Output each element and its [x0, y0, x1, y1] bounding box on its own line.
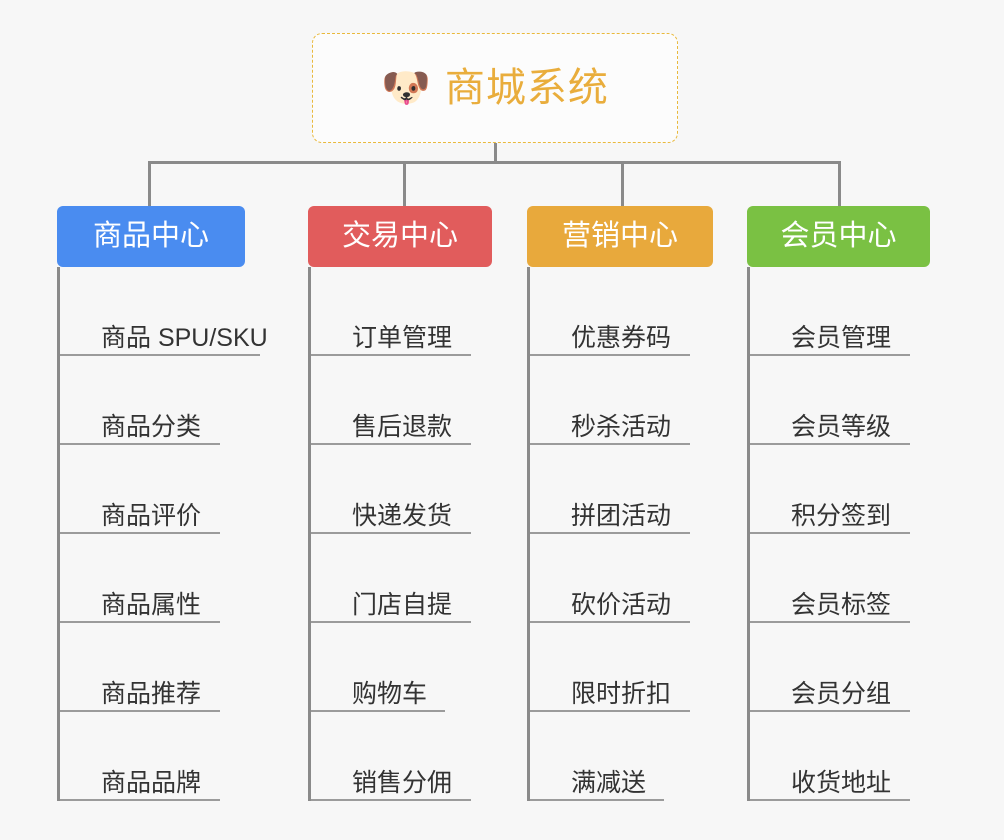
leaf-underline	[60, 799, 220, 801]
list-item-label: 订单管理	[352, 323, 453, 352]
list-item[interactable]: 会员管理	[750, 267, 977, 356]
list-item[interactable]: 售后退款	[311, 356, 538, 445]
list-item[interactable]: 商品推荐	[60, 623, 287, 712]
list-item[interactable]: 销售分佣	[311, 712, 538, 801]
list-item-label: 秒杀活动	[571, 412, 672, 441]
leaf-underline	[60, 621, 220, 623]
branch-marketing-center: 营销中心 优惠券码 秒杀活动 拼团活动 砍价活动 限时折扣	[527, 206, 757, 801]
leaf-underline	[530, 443, 690, 445]
leaf-underline	[750, 354, 910, 356]
leaf-list-marketing-center: 优惠券码 秒杀活动 拼团活动 砍价活动 限时折扣 满减送	[527, 267, 757, 801]
list-item[interactable]: 满减送	[530, 712, 757, 801]
list-item-label: 商品属性	[101, 590, 202, 619]
leaf-list-product-center: 商品 SPU/SKU 商品分类 商品评价 商品属性 商品推荐 商品品牌	[57, 267, 287, 801]
leaf-underline	[530, 799, 664, 801]
connector-drop-member-center	[838, 161, 841, 206]
list-item-label: 积分签到	[791, 501, 892, 530]
list-item[interactable]: 拼团活动	[530, 445, 757, 534]
leaf-underline	[60, 710, 220, 712]
connector-root-vertical	[494, 143, 497, 163]
list-item[interactable]: 订单管理	[311, 267, 538, 356]
list-item-label: 会员分组	[791, 679, 892, 708]
list-item[interactable]: 限时折扣	[530, 623, 757, 712]
list-item-label: 购物车	[352, 679, 428, 708]
category-header-member-center[interactable]: 会员中心	[747, 206, 930, 267]
leaf-underline	[311, 443, 471, 445]
leaf-underline	[530, 710, 690, 712]
category-header-trade-center[interactable]: 交易中心	[308, 206, 492, 267]
list-item-label: 限时折扣	[571, 679, 672, 708]
list-item[interactable]: 砍价活动	[530, 534, 757, 623]
list-item[interactable]: 商品属性	[60, 534, 287, 623]
list-item-label: 商品 SPU/SKU	[101, 323, 268, 352]
leaf-underline	[311, 621, 471, 623]
list-item[interactable]: 商品 SPU/SKU	[60, 267, 287, 356]
leaf-underline	[311, 799, 471, 801]
leaf-underline	[311, 354, 471, 356]
leaf-underline	[750, 710, 910, 712]
dog-face-emoji: 🐶	[381, 66, 431, 110]
list-item-label: 售后退款	[352, 412, 453, 441]
connector-horizontal-bus	[148, 161, 840, 164]
list-item-label: 快递发货	[352, 501, 453, 530]
list-item-label: 拼团活动	[571, 501, 672, 530]
list-item-label: 砍价活动	[571, 590, 672, 619]
connector-drop-marketing-center	[621, 161, 624, 206]
leaf-underline	[530, 354, 690, 356]
leaf-underline	[60, 354, 260, 356]
leaf-underline	[311, 710, 445, 712]
leaf-list-member-center: 会员管理 会员等级 积分签到 会员标签 会员分组 收货地址	[747, 267, 977, 801]
list-item-label: 商品品牌	[101, 768, 202, 797]
list-item[interactable]: 商品品牌	[60, 712, 287, 801]
root-node-title: 商城系统	[444, 66, 609, 110]
list-item-label: 商品评价	[101, 501, 202, 530]
leaf-underline	[60, 443, 220, 445]
list-item[interactable]: 优惠券码	[530, 267, 757, 356]
connector-drop-product-center	[148, 161, 151, 206]
leaf-underline	[60, 532, 220, 534]
list-item-label: 会员管理	[791, 323, 892, 352]
leaf-underline	[750, 443, 910, 445]
list-item[interactable]: 积分签到	[750, 445, 977, 534]
list-item[interactable]: 收货地址	[750, 712, 977, 801]
list-item-label: 满减送	[571, 768, 647, 797]
category-header-product-center[interactable]: 商品中心	[57, 206, 245, 267]
branch-trade-center: 交易中心 订单管理 售后退款 快递发货 门店自提 购物车	[308, 206, 538, 801]
leaf-underline	[750, 621, 910, 623]
leaf-list-trade-center: 订单管理 售后退款 快递发货 门店自提 购物车 销售分佣	[308, 267, 538, 801]
list-item-label: 优惠券码	[571, 323, 672, 352]
leaf-underline	[530, 621, 690, 623]
list-item[interactable]: 会员分组	[750, 623, 977, 712]
list-item-label: 门店自提	[352, 590, 453, 619]
list-item[interactable]: 秒杀活动	[530, 356, 757, 445]
branch-product-center: 商品中心 商品 SPU/SKU 商品分类 商品评价 商品属性 商品推荐	[57, 206, 287, 801]
list-item-label: 销售分佣	[352, 768, 453, 797]
list-item[interactable]: 商品分类	[60, 356, 287, 445]
list-item[interactable]: 会员标签	[750, 534, 977, 623]
root-node-shop-system[interactable]: 🐶 商城系统	[312, 33, 678, 143]
list-item-label: 会员等级	[791, 412, 892, 441]
leaf-underline	[750, 532, 910, 534]
list-item-label: 会员标签	[791, 590, 892, 619]
list-item-label: 商品推荐	[101, 679, 202, 708]
list-item[interactable]: 会员等级	[750, 356, 977, 445]
leaf-underline	[750, 799, 910, 801]
list-item-label: 收货地址	[791, 768, 892, 797]
list-item[interactable]: 购物车	[311, 623, 538, 712]
leaf-underline	[311, 532, 471, 534]
branch-member-center: 会员中心 会员管理 会员等级 积分签到 会员标签 会员分组	[747, 206, 977, 801]
connector-drop-trade-center	[403, 161, 406, 206]
list-item[interactable]: 商品评价	[60, 445, 287, 534]
list-item-label: 商品分类	[101, 412, 202, 441]
list-item[interactable]: 门店自提	[311, 534, 538, 623]
leaf-underline	[530, 532, 690, 534]
category-header-marketing-center[interactable]: 营销中心	[527, 206, 713, 267]
list-item[interactable]: 快递发货	[311, 445, 538, 534]
